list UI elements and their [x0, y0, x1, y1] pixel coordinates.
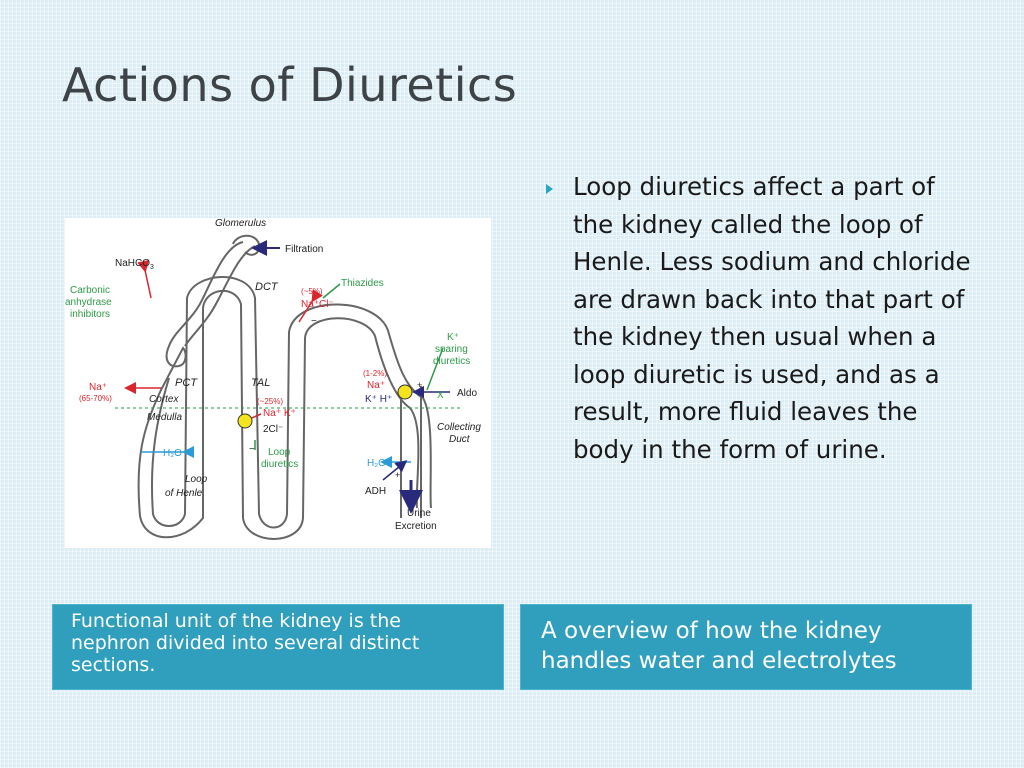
label-aldo-na: Na⁺ — [367, 380, 385, 391]
label-dct: DCT — [255, 281, 279, 293]
label-k-sparing-3: diuretics — [433, 356, 470, 367]
thiazide-arrow — [298, 289, 323, 323]
label-loop-cl: 2Cl⁻ — [263, 424, 283, 435]
label-thiazide-pct: (~5%) — [301, 287, 323, 296]
label-medulla: Medulla — [147, 412, 182, 423]
label-carbonic-1: Carbonic — [70, 285, 110, 296]
label-tal: TAL — [251, 377, 270, 389]
label-loop-ions: Na⁺ K⁺ — [263, 408, 296, 419]
label-k-sparing-2: sparing — [435, 344, 468, 355]
caption-right-text: A overview of how the kidney handles wat… — [541, 618, 897, 674]
label-na-pct-range: (65-70%) — [79, 394, 112, 403]
aldo-plus: + — [417, 380, 422, 390]
bullet-text: Loop diuretics affect a part of the kidn… — [573, 172, 971, 464]
adh-arrow — [382, 460, 408, 481]
label-collecting-1: Collecting — [437, 422, 481, 433]
loop-transporter — [237, 413, 253, 429]
label-filtration: Filtration — [285, 244, 323, 255]
ksparing-arrow — [426, 347, 444, 391]
label-carbonic-3: inhibitors — [70, 309, 110, 320]
label-aldo-kh: K⁺ H⁺ — [365, 394, 392, 405]
label-h2o-left: H₂O — [163, 448, 182, 459]
label-collecting-2: Duct — [449, 434, 471, 445]
label-carbonic-2: anhydrase — [65, 297, 112, 308]
label-excretion: Excretion — [395, 521, 437, 532]
label-pct: PCT — [175, 377, 198, 389]
label-loop-diuretics-2: diuretics — [261, 459, 298, 470]
caption-left-text: Functional unit of the kidney is the nep… — [71, 610, 420, 676]
label-cortex: Cortex — [149, 394, 179, 405]
label-aldo: Aldo — [457, 388, 477, 399]
label-loop-henle-2: of Henle — [165, 488, 203, 499]
tubule-outer-wall — [137, 241, 420, 540]
loop-minus: − — [249, 444, 255, 455]
adh-plus: + — [395, 470, 400, 480]
bullet-list: Loop diuretics affect a part of the kidn… — [540, 168, 980, 468]
label-loop-pct: (~25%) — [257, 397, 283, 406]
thiazide-minus: − — [311, 316, 317, 327]
label-h2o-right: H₂O — [367, 458, 386, 469]
label-glomerulus: Glomerulus — [215, 218, 266, 229]
label-k-sparing-1: K⁺ — [447, 332, 459, 343]
label-na-pct: Na⁺ — [89, 382, 107, 393]
nephron-diagram: Glomerulus Filtration NaHCO3 Carbonic an… — [65, 218, 491, 548]
label-thiazides: Thiazides — [341, 278, 384, 289]
label-aldo-pct: (1-2%) — [363, 369, 387, 378]
label-loop-diuretics-1: Loop — [268, 447, 291, 458]
caption-left: Functional unit of the kidney is the nep… — [52, 604, 504, 690]
nahco3-arrow — [137, 259, 152, 299]
label-thiazide-ions: Na⁺Cl⁻ — [301, 299, 334, 310]
label-adh: ADH — [365, 486, 386, 497]
aldo-transporter — [397, 384, 413, 400]
slide-title: Actions of Diuretics — [62, 58, 518, 112]
thiazide-block-arrow — [322, 283, 341, 299]
bullet-arrow-icon — [546, 184, 553, 194]
nephron-svg: Glomerulus Filtration NaHCO3 Carbonic an… — [65, 218, 481, 540]
label-aldo-x: X — [437, 390, 444, 401]
label-urine: Urine — [407, 508, 431, 519]
label-nahco3: NaHCO3 — [115, 258, 154, 271]
caption-right: A overview of how the kidney handles wat… — [520, 604, 972, 690]
label-loop-henle-1: Loop — [185, 474, 208, 485]
